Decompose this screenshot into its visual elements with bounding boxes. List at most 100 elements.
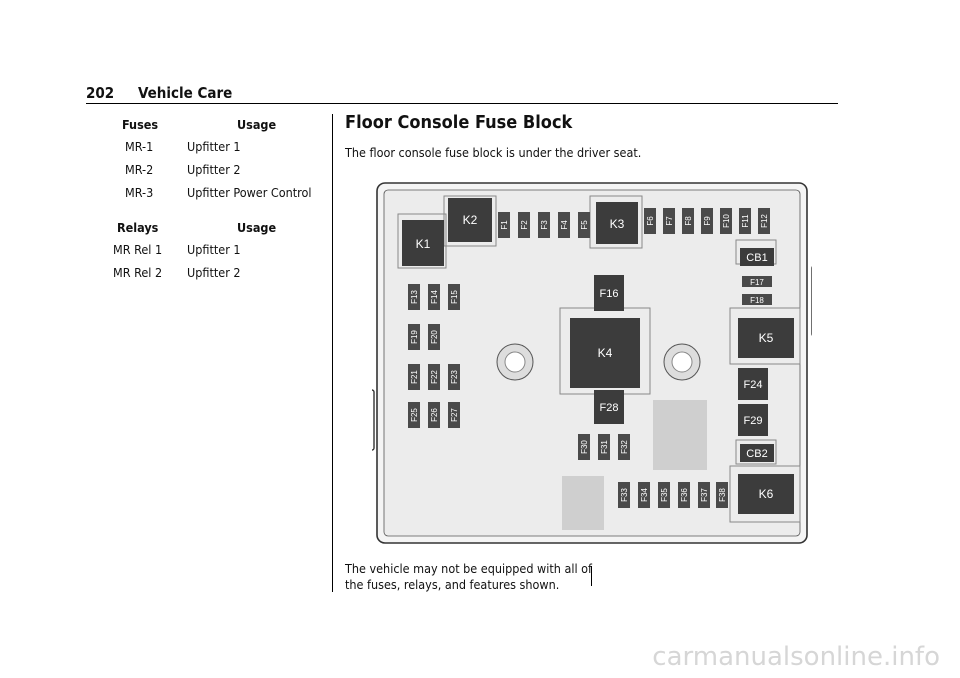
fuse-f32-label: F32 xyxy=(620,440,629,454)
fuse-f29-label: F29 xyxy=(744,415,763,427)
fuse-f11-label: F11 xyxy=(741,214,750,228)
relay-k4-label: K4 xyxy=(598,346,613,360)
fuse-f3-label: F3 xyxy=(540,220,549,230)
fuse-f4-label: F4 xyxy=(560,220,569,230)
fuse-f20-body xyxy=(428,324,440,350)
fuse-f12-label: F12 xyxy=(760,214,769,228)
fuse-f37-body xyxy=(698,482,710,508)
fuse-f15-body xyxy=(448,284,460,310)
fuse-f16-label: F16 xyxy=(600,288,619,300)
watermark-text: carmanualsonline.info xyxy=(652,642,940,672)
relay-usage: Upfitter 2 xyxy=(187,265,241,280)
relays-col-header: Relays xyxy=(117,220,159,235)
fuse-f23-label: F23 xyxy=(450,370,459,384)
section-name: Vehicle Care xyxy=(138,84,233,102)
usage-col-header: Usage xyxy=(237,117,277,132)
fuse-usage: Upfitter 1 xyxy=(187,139,241,154)
fuse-f1-body xyxy=(498,212,510,238)
relay-k6-label: K6 xyxy=(759,487,774,501)
fuse-f2-body xyxy=(518,212,530,238)
fuse-f4-body xyxy=(558,212,570,238)
page-number: 202 xyxy=(86,84,115,102)
fuse-f2-label: F2 xyxy=(520,220,529,230)
fuse-f22-body xyxy=(428,364,440,390)
fuse-f18-label: F18 xyxy=(750,296,764,305)
fuse-f34-label: F34 xyxy=(640,488,649,502)
fuse-f38-label: F38 xyxy=(718,488,727,502)
usage-col-header: Usage xyxy=(237,220,277,235)
fuse-f35-body xyxy=(658,482,670,508)
relay-id: MR Rel 2 xyxy=(113,265,163,280)
page-header: 202 Vehicle Care xyxy=(86,84,232,102)
fuse-f23-body xyxy=(448,364,460,390)
fuse-f15-label: F15 xyxy=(450,290,459,304)
fuse-block-diagram: K1 K2 K3 K4 K5 K6 F16 F24 F28 F29 CB1 CB… xyxy=(372,182,812,544)
fuse-f25-label: F25 xyxy=(410,408,419,422)
fuse-f10-label: F10 xyxy=(722,214,731,228)
fuse-f7-label: F7 xyxy=(665,216,674,226)
fuse-f34-body xyxy=(638,482,650,508)
relay-id: MR Rel 1 xyxy=(113,242,163,257)
relay-usage: Upfitter 1 xyxy=(187,242,241,257)
fuse-f21-body xyxy=(408,364,420,390)
column-divider xyxy=(332,114,333,592)
fuse-f6-label: F6 xyxy=(646,216,655,226)
fuse-f30-body xyxy=(578,434,590,460)
fuse-usage: Upfitter Power Control xyxy=(187,185,312,200)
fuse-f11-body xyxy=(739,208,751,234)
fuse-f13-body xyxy=(408,284,420,310)
fuse-f30-label: F30 xyxy=(580,440,589,454)
fuse-f14-body xyxy=(428,284,440,310)
fuse-f31-label: F31 xyxy=(600,440,609,454)
fuse-f21-label: F21 xyxy=(410,370,419,384)
fuse-f38-body xyxy=(716,482,728,508)
fuse-f9-label: F9 xyxy=(703,216,712,226)
fuse-f5-label: F5 xyxy=(580,220,589,230)
fuse-f1-label: F1 xyxy=(500,220,509,230)
fuse-f13-label: F13 xyxy=(410,290,419,304)
fuse-f32-body xyxy=(618,434,630,460)
fuse-id: MR-3 xyxy=(125,185,154,200)
fuse-f8-body xyxy=(682,208,694,234)
breaker-cb2-label: CB2 xyxy=(746,448,767,460)
fuse-f36-body xyxy=(678,482,690,508)
fuse-f27-body xyxy=(448,402,460,428)
fuse-usage: Upfitter 2 xyxy=(187,162,241,177)
fuses-col-header: Fuses xyxy=(122,117,159,132)
note-line-2: the fuses, relays, and features shown. xyxy=(345,577,560,592)
fuse-f14-label: F14 xyxy=(430,290,439,304)
fuse-f10-body xyxy=(720,208,732,234)
fuse-f31-body xyxy=(598,434,610,460)
fuse-f25-body xyxy=(408,402,420,428)
breaker-cb1-label: CB1 xyxy=(746,252,767,264)
fuse-f26-body xyxy=(428,402,440,428)
fuse-f6-body xyxy=(644,208,656,234)
relay-k5-label: K5 xyxy=(759,331,774,345)
fuse-f24-label: F24 xyxy=(744,379,763,391)
fuse-f36-label: F36 xyxy=(680,488,689,502)
section-title: Floor Console Fuse Block xyxy=(345,112,573,133)
fuse-id: MR-2 xyxy=(125,162,154,177)
fuse-f37-label: F37 xyxy=(700,488,709,502)
header-rule xyxy=(86,103,838,104)
fuse-f28-label: F28 xyxy=(600,402,619,414)
fuse-f19-label: F19 xyxy=(410,330,419,344)
fuse-f9-body xyxy=(701,208,713,234)
relay-k2-label: K2 xyxy=(463,213,478,227)
note-line-1: The vehicle may not be equipped with all… xyxy=(345,561,593,576)
fuse-f27-label: F27 xyxy=(450,408,459,422)
fuse-f26-label: F26 xyxy=(430,408,439,422)
fuse-f22-label: F22 xyxy=(430,370,439,384)
fuse-id: MR-1 xyxy=(125,139,154,154)
fuse-f35-label: F35 xyxy=(660,488,669,502)
fuse-f3-body xyxy=(538,212,550,238)
fuse-f20-label: F20 xyxy=(430,330,439,344)
mounting-post-left-icon xyxy=(496,343,534,381)
fuse-f33-body xyxy=(618,482,630,508)
fuse-f5-body xyxy=(578,212,590,238)
relay-k3-label: K3 xyxy=(610,217,625,231)
relay-k1-label: K1 xyxy=(416,237,431,251)
intro-text: The floor console fuse block is under th… xyxy=(345,145,642,160)
fuse-f7-body xyxy=(663,208,675,234)
